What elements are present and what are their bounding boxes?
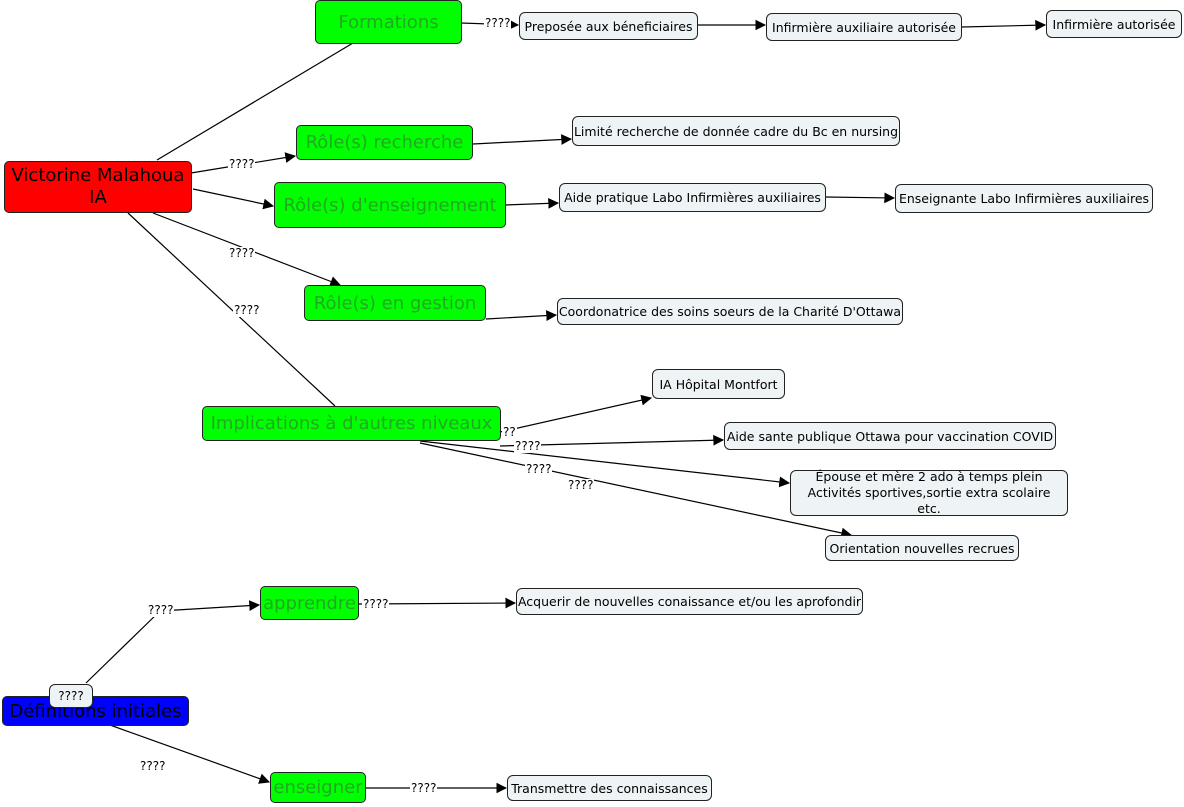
concept-enseigner[interactable]: enseigner — [270, 772, 366, 803]
leaf-aide-labo[interactable]: Aide pratique Labo Infirmières auxiliair… — [559, 183, 826, 212]
link-label: ???? — [362, 597, 390, 611]
link-impl-montfort — [499, 394, 653, 433]
leaf-inf-aux[interactable]: Infirmière auxiliaire autorisée — [766, 13, 962, 41]
link-def-apprendre-a — [85, 610, 161, 684]
link-impl-epouse — [419, 440, 791, 488]
leaf-coord[interactable]: Coordonatrice des soins soeurs de la Cha… — [557, 298, 903, 325]
link-root-formations — [156, 42, 354, 161]
link-label: ???? — [525, 462, 553, 476]
leaf-acquerir[interactable]: Acquerir de nouvelles conaissance et/ou … — [516, 588, 863, 615]
leaf-epouse[interactable]: Épouse et mère 2 ado à temps plein Activ… — [790, 469, 1068, 516]
leaf-orientation[interactable]: Orientation nouvelles recrues — [825, 535, 1019, 561]
leaf-ens-labo[interactable]: Enseignante Labo Infirmières auxiliaires — [895, 184, 1153, 213]
leaf-inf-aut[interactable]: Infirmière autorisée — [1046, 10, 1182, 38]
concept-apprendre[interactable]: apprendre — [260, 586, 359, 620]
concept-implications[interactable]: Implications à d'autres niveaux — [202, 406, 501, 441]
root-node[interactable]: Victorine Malahoua IA — [4, 161, 192, 213]
link-enseignement-aidelabo — [504, 197, 560, 209]
leaf-limite[interactable]: Limité recherche de donnée cadre du Bc e… — [572, 116, 900, 146]
concept-gestion[interactable]: Rôle(s) en gestion — [304, 285, 486, 321]
link-aidelabo-enslabo — [825, 192, 896, 204]
concept-formations[interactable]: Formations — [315, 0, 462, 44]
link-label: ???? — [228, 246, 256, 260]
leaf-preposee[interactable]: Preposée aux béneficiaires — [519, 12, 698, 40]
concept-enseignement[interactable]: Rôle(s) d'enseignement — [274, 182, 506, 228]
link-infaux-infaut — [961, 19, 1047, 31]
link-label: ?? — [502, 425, 517, 439]
link-label: ???? — [514, 439, 542, 453]
link-def-enseigner — [109, 724, 271, 784]
link-label: ???? — [228, 157, 256, 171]
link-root-enseignement — [192, 188, 275, 210]
link-label: ???? — [233, 303, 261, 317]
link-root-implications — [127, 212, 336, 407]
leaf-montfort[interactable]: IA Hôpital Montfort — [652, 369, 785, 399]
concept-recherche[interactable]: Rôle(s) recherche — [296, 125, 473, 160]
link-impl-orientation — [419, 442, 853, 539]
link-label: ???? — [147, 603, 175, 617]
link-label-pill: ???? — [49, 684, 93, 708]
leaf-covid[interactable]: Aide sante publique Ottawa pour vaccinat… — [724, 422, 1056, 450]
link-label: ???? — [139, 759, 167, 773]
link-label: ???? — [484, 16, 512, 30]
definitions-node[interactable]: Définitions initiales — [2, 696, 189, 726]
link-label: ???? — [410, 781, 438, 795]
link-recherche-limite — [472, 134, 573, 145]
link-def-apprendre-b — [159, 600, 261, 612]
leaf-transmettre[interactable]: Transmettre des connaissances — [507, 775, 712, 801]
link-gestion-coord — [485, 310, 558, 321]
link-label: ???? — [567, 478, 595, 492]
